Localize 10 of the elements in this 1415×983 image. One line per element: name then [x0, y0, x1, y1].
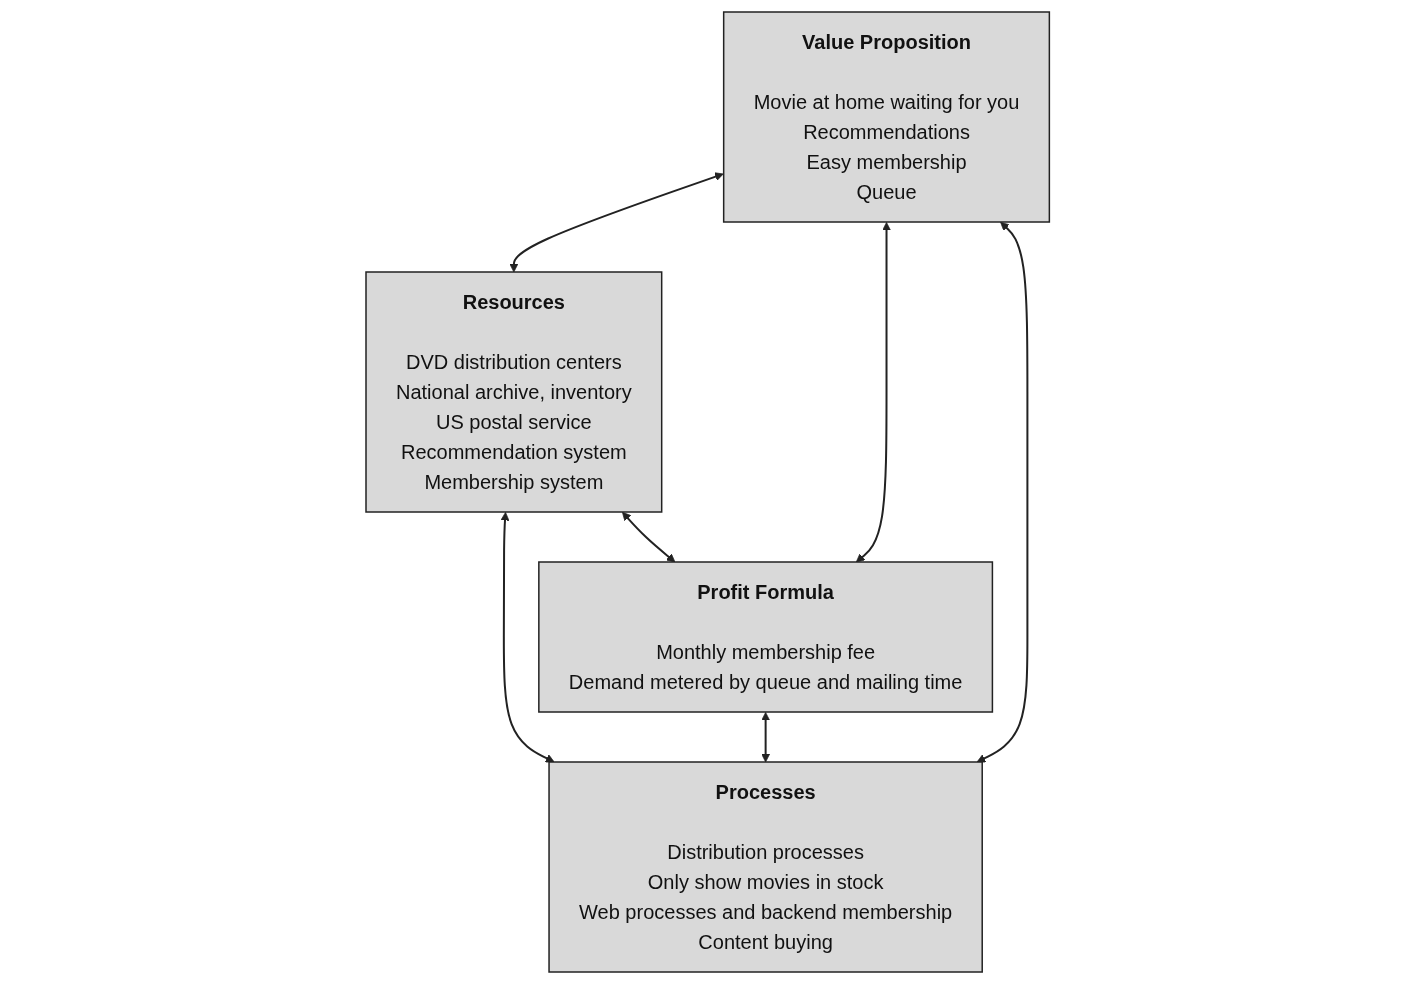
- node-box: Processes Distribution processes Only show movies in stock Web processes and backend membership Content buying: [548, 760, 983, 973]
- arrow: [761, 711, 770, 762]
- node-box: Resources DVD distribution centers National archive, inventory US postal service Recommendation system Membership system: [365, 270, 663, 513]
- arrow: [500, 511, 555, 762]
- arrow: [509, 171, 724, 272]
- node-box: Profit Formula Monthly membership fee Demand metered by queue and mailing time: [537, 560, 993, 713]
- arrow: [976, 221, 1029, 762]
- arrow: [621, 511, 676, 562]
- node-box: Value Proposition Movie at home waiting for you Recommendations Easy membership Queue: [722, 10, 1050, 223]
- arrow: [855, 221, 891, 562]
